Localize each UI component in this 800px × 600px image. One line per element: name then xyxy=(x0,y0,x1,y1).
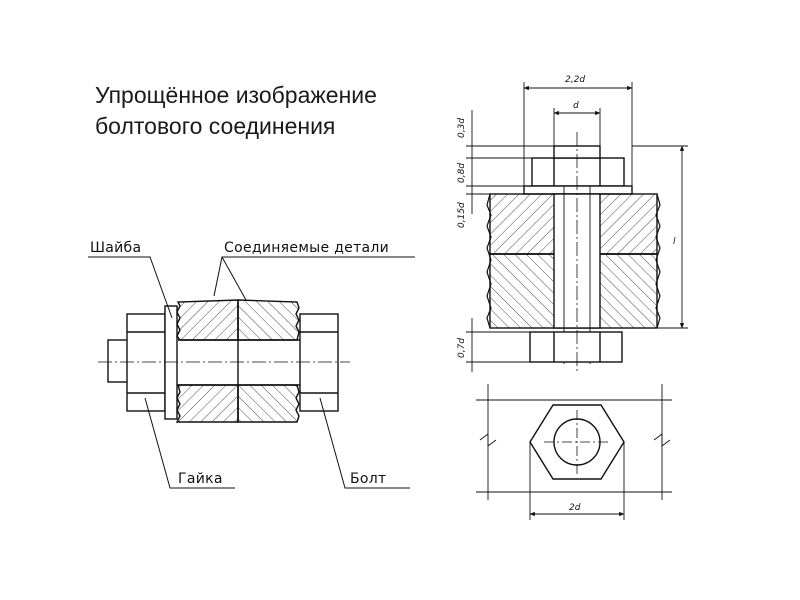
dim-2d: 2d xyxy=(569,503,581,513)
nut-label: Гайка xyxy=(178,471,223,487)
dim-0-3d: 0,3d xyxy=(457,118,467,138)
left-leaders xyxy=(88,256,415,489)
left-view xyxy=(98,299,350,423)
bolt-end-left xyxy=(107,339,129,383)
bolt-head xyxy=(299,313,339,412)
bolt-head-top xyxy=(531,157,625,187)
plan-dimension xyxy=(529,442,625,520)
nut-body xyxy=(126,313,166,412)
right-dimensions xyxy=(466,82,688,372)
right-plan-view xyxy=(476,384,672,500)
bolt-label: Болт xyxy=(350,471,386,487)
dim-d: d xyxy=(573,101,579,111)
washer-top xyxy=(523,185,633,195)
dim-0-15d: 0,15d xyxy=(457,202,467,228)
page-title: Упрощённое изображение болтового соедине… xyxy=(95,82,377,139)
joined-parts-label: Соединяемые детали xyxy=(224,240,389,256)
washer-label: Шайба xyxy=(90,240,141,256)
joined-part-right xyxy=(237,299,300,341)
joined-part-left xyxy=(176,299,239,341)
dim-0-8d: 0,8d xyxy=(457,163,467,183)
nut-bottom xyxy=(529,331,623,363)
dim-2-2d: 2,2d xyxy=(565,75,585,85)
washer-body xyxy=(164,305,178,420)
dim-0-7d: 0,7d xyxy=(457,338,467,358)
right-section-view xyxy=(486,132,661,372)
dim-l: l xyxy=(673,237,676,247)
